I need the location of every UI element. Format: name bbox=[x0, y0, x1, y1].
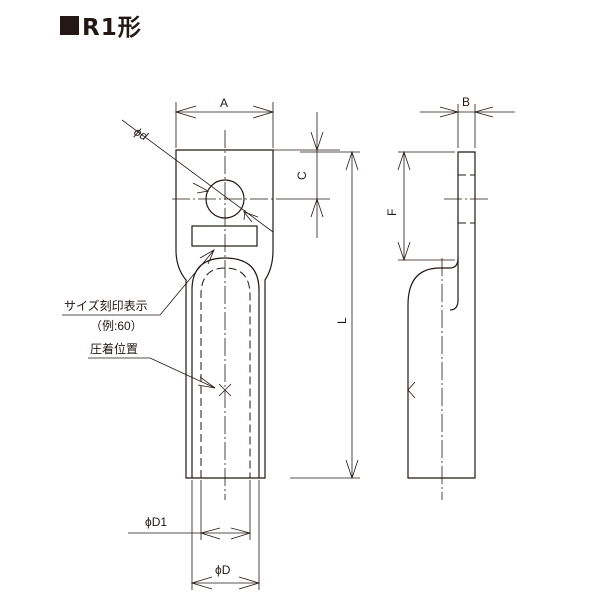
dimension-D1: ϕD1 bbox=[128, 480, 252, 540]
annotation-size-marking: サイズ刻印表示 （例:60） bbox=[62, 249, 215, 333]
dimension-D: ϕD bbox=[190, 480, 261, 590]
label-B: B bbox=[462, 95, 470, 109]
side-view bbox=[407, 151, 488, 500]
dimension-C: C bbox=[273, 112, 340, 238]
diagram-title: R1形 bbox=[60, 8, 142, 42]
label-D1: ϕD1 bbox=[145, 515, 167, 529]
size-example-label: （例:60） bbox=[90, 319, 143, 333]
dimension-F: F bbox=[385, 150, 455, 262]
label-d: ϕd bbox=[132, 124, 151, 143]
dimension-B: B bbox=[420, 95, 515, 148]
crimp-position-label: 圧着位置 bbox=[90, 341, 138, 356]
label-F: F bbox=[385, 209, 399, 216]
dimension-L: L bbox=[290, 150, 360, 480]
label-C: C bbox=[295, 171, 309, 180]
front-view bbox=[172, 130, 280, 500]
dimension-d: ϕd bbox=[121, 119, 274, 233]
label-A: A bbox=[220, 96, 228, 110]
label-D: ϕD bbox=[215, 563, 231, 577]
dimension-A: A bbox=[174, 96, 275, 148]
size-marking-label: サイズ刻印表示 bbox=[64, 298, 148, 313]
annotation-crimp-position: 圧着位置 bbox=[88, 341, 216, 389]
label-L: L bbox=[335, 317, 349, 324]
square-bullet-icon bbox=[60, 15, 79, 35]
title-text: R1形 bbox=[82, 15, 142, 41]
